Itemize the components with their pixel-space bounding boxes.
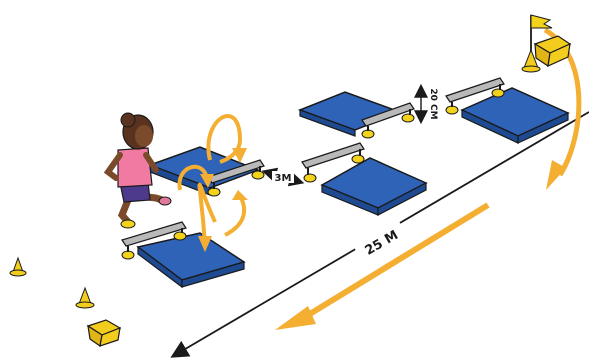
return-arrow-lower — [275, 205, 488, 330]
gap-distance-label: 3M — [275, 173, 292, 184]
height-measure: 20 CM — [421, 88, 438, 120]
mat-1 — [138, 233, 244, 287]
cone-icon — [76, 288, 94, 308]
basket-icon — [535, 36, 570, 66]
jump-arrow-2 — [225, 190, 248, 235]
hurdle-height-label: 20 CM — [428, 88, 438, 119]
gap-measure: 3M — [266, 171, 300, 184]
mat-3 — [322, 158, 426, 215]
cone-icon — [10, 258, 26, 276]
mat-5 — [462, 88, 568, 143]
basket-icon — [88, 320, 120, 346]
